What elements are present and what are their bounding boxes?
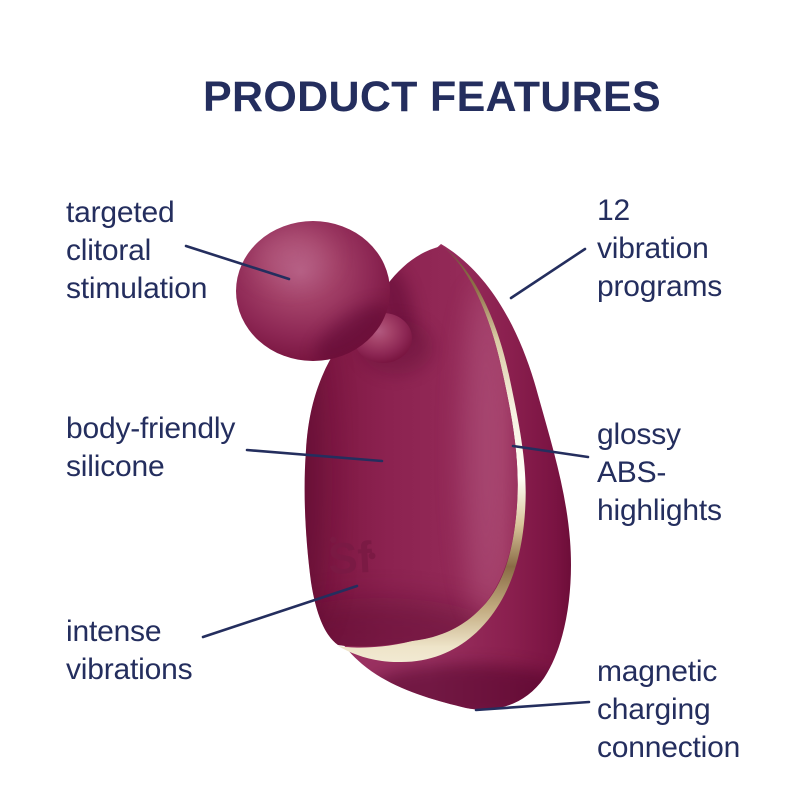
page-title: PRODUCT FEATURES [203,72,661,121]
back-shell-shading [365,664,571,710]
callout-line-intense-vibrations [201,584,359,639]
feature-label-intense-vibrations: intense vibrations [66,615,193,686]
feature-label-magnetic-charging: magnetic charging connection [597,655,741,764]
feature-label-abs-highlights: glossy ABS- highlights [597,418,722,527]
callout-line-vibration-programs [509,247,587,300]
feature-label-targeted-stimulation: targeted clitoral stimulation [66,196,208,305]
sf-logo-dot-top [329,536,337,544]
feature-label-body-friendly-silicone: body-friendly silicone [66,412,236,483]
callout-line-magnetic-charging [474,700,591,712]
callout-line-targeted-stimulation [184,244,291,281]
feature-label-vibration-programs: 12 vibration programs [597,194,723,303]
sf-brand-logo: Sf [327,533,376,584]
callout-line-abs-highlights [511,444,590,459]
sf-logo-dot-right [368,552,376,560]
callout-line-silicone [245,448,384,463]
ball-shading [252,228,390,361]
